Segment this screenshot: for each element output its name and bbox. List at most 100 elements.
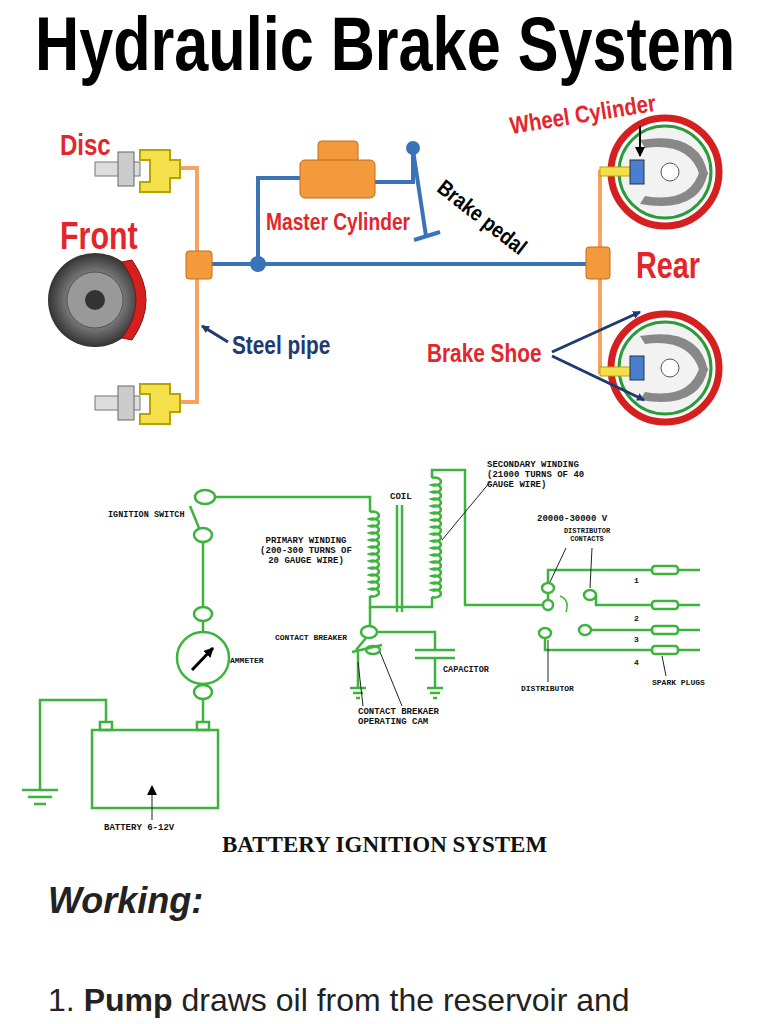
ammeter bbox=[177, 632, 229, 684]
part-label: AMMETER bbox=[230, 656, 264, 665]
diagram-caption: BATTERY IGNITION SYSTEM bbox=[222, 832, 547, 858]
switch-blade bbox=[190, 506, 199, 528]
connector bbox=[361, 626, 377, 638]
front-caliper-bottom bbox=[95, 384, 180, 424]
spark-plug bbox=[652, 626, 678, 634]
callout-number: 1 bbox=[634, 576, 639, 585]
leader-line bbox=[442, 482, 490, 540]
ignition-circuit bbox=[22, 470, 700, 808]
wheel-cylinder bbox=[630, 356, 644, 380]
leader-arrow bbox=[202, 326, 228, 342]
callout-number: 3 bbox=[634, 635, 639, 644]
main-line bbox=[212, 262, 586, 266]
cam bbox=[366, 646, 380, 654]
part-label: CONTACT BREAKER bbox=[275, 633, 347, 642]
part-label: Rear bbox=[636, 245, 700, 287]
part-label: Brake pedal bbox=[432, 175, 532, 261]
cam bbox=[661, 163, 679, 181]
text-line: 1.Pumpdraws oil from the reservoir and bbox=[48, 982, 639, 1019]
part-label: Brake Shoe bbox=[427, 338, 541, 369]
connector bbox=[194, 528, 212, 542]
connector bbox=[194, 685, 212, 699]
bold-term: Pump bbox=[84, 982, 173, 1019]
wire bbox=[370, 596, 432, 607]
lining bbox=[619, 322, 711, 414]
wheel-cylinder bbox=[630, 160, 644, 184]
leader-arrow bbox=[639, 126, 641, 156]
pedal-pad bbox=[414, 232, 440, 240]
rotor-arm bbox=[522, 594, 548, 605]
part-label: CAPACITOR bbox=[443, 665, 489, 675]
secondary-coil bbox=[432, 477, 441, 597]
plug-leads bbox=[545, 570, 652, 650]
pivot-dot bbox=[406, 141, 420, 155]
hub-center bbox=[85, 290, 105, 310]
rear-drum-top bbox=[600, 118, 719, 226]
wire bbox=[202, 699, 205, 722]
red-caliper bbox=[122, 260, 146, 340]
rotor bbox=[543, 600, 553, 610]
part-label: Master Cylinder bbox=[266, 208, 410, 236]
pedal-rod bbox=[375, 150, 413, 182]
rear-junction bbox=[586, 247, 610, 279]
battery bbox=[92, 730, 218, 808]
hub bbox=[67, 272, 123, 328]
wire bbox=[202, 542, 205, 607]
distributor-contact bbox=[579, 625, 591, 635]
caliper bbox=[140, 384, 180, 424]
caliper bbox=[140, 150, 180, 192]
terminal bbox=[100, 722, 112, 730]
page-title: Hydraulic Brake System bbox=[35, 0, 735, 87]
callout-number: 4 bbox=[634, 658, 639, 667]
spark-plug bbox=[652, 646, 678, 654]
part-label: Front bbox=[60, 215, 138, 258]
disc-edge bbox=[118, 386, 134, 420]
terminal bbox=[197, 722, 209, 730]
part-label: SECONDARY WINDING (21000 TURNS OF 40 GAU… bbox=[487, 460, 589, 490]
ground-wire bbox=[40, 700, 106, 790]
distributor-contact bbox=[584, 590, 596, 600]
part-label: Steel pipe bbox=[232, 330, 330, 361]
part-label: CONTACT BREKAER OPERATING CAM bbox=[358, 707, 448, 727]
plug-tips bbox=[678, 570, 700, 650]
part-label: COIL bbox=[390, 492, 412, 502]
ammeter-needle bbox=[192, 648, 213, 670]
wire bbox=[202, 621, 205, 632]
part-label: Disc bbox=[60, 128, 111, 162]
rear-drum-bottom bbox=[600, 314, 719, 422]
distributor-contact bbox=[542, 583, 554, 593]
front-rotor bbox=[48, 253, 146, 347]
coil-core bbox=[397, 505, 402, 612]
part-label: IGNITION SWITCH bbox=[108, 510, 185, 520]
distributor-contact bbox=[539, 628, 551, 638]
leader-line bbox=[662, 656, 666, 676]
section-heading: Working: bbox=[48, 880, 203, 922]
rotation-arrow bbox=[560, 596, 567, 612]
ignition-leaders bbox=[152, 482, 666, 820]
leader-arrow bbox=[552, 356, 644, 400]
primary-coil bbox=[370, 512, 379, 597]
pedal-arm bbox=[413, 150, 426, 236]
part-label: DISTRIBUTOR bbox=[521, 684, 574, 693]
spark-plug bbox=[652, 566, 678, 574]
wire bbox=[215, 497, 370, 512]
leader-arrows bbox=[202, 126, 644, 400]
connector bbox=[194, 607, 212, 621]
ground-symbol bbox=[350, 652, 366, 698]
wire bbox=[369, 607, 372, 626]
body-text: draws oil from the reservoir and bbox=[181, 982, 629, 1019]
part-label: 20000-30000 V bbox=[537, 514, 607, 524]
disc-edge bbox=[118, 152, 134, 186]
part-label: BATTERY 6-12V bbox=[104, 823, 174, 833]
connector bbox=[195, 490, 215, 504]
lining bbox=[619, 126, 711, 218]
leader-line bbox=[358, 652, 402, 706]
part-label: DISTRIBUTOR CONTACTS bbox=[555, 527, 619, 543]
list-number: 1. bbox=[48, 982, 75, 1019]
callout-number: 2 bbox=[634, 614, 639, 623]
leader-line bbox=[548, 640, 549, 682]
junction-dot bbox=[250, 256, 266, 272]
ground-symbol bbox=[22, 790, 58, 804]
front-junction bbox=[186, 251, 212, 279]
